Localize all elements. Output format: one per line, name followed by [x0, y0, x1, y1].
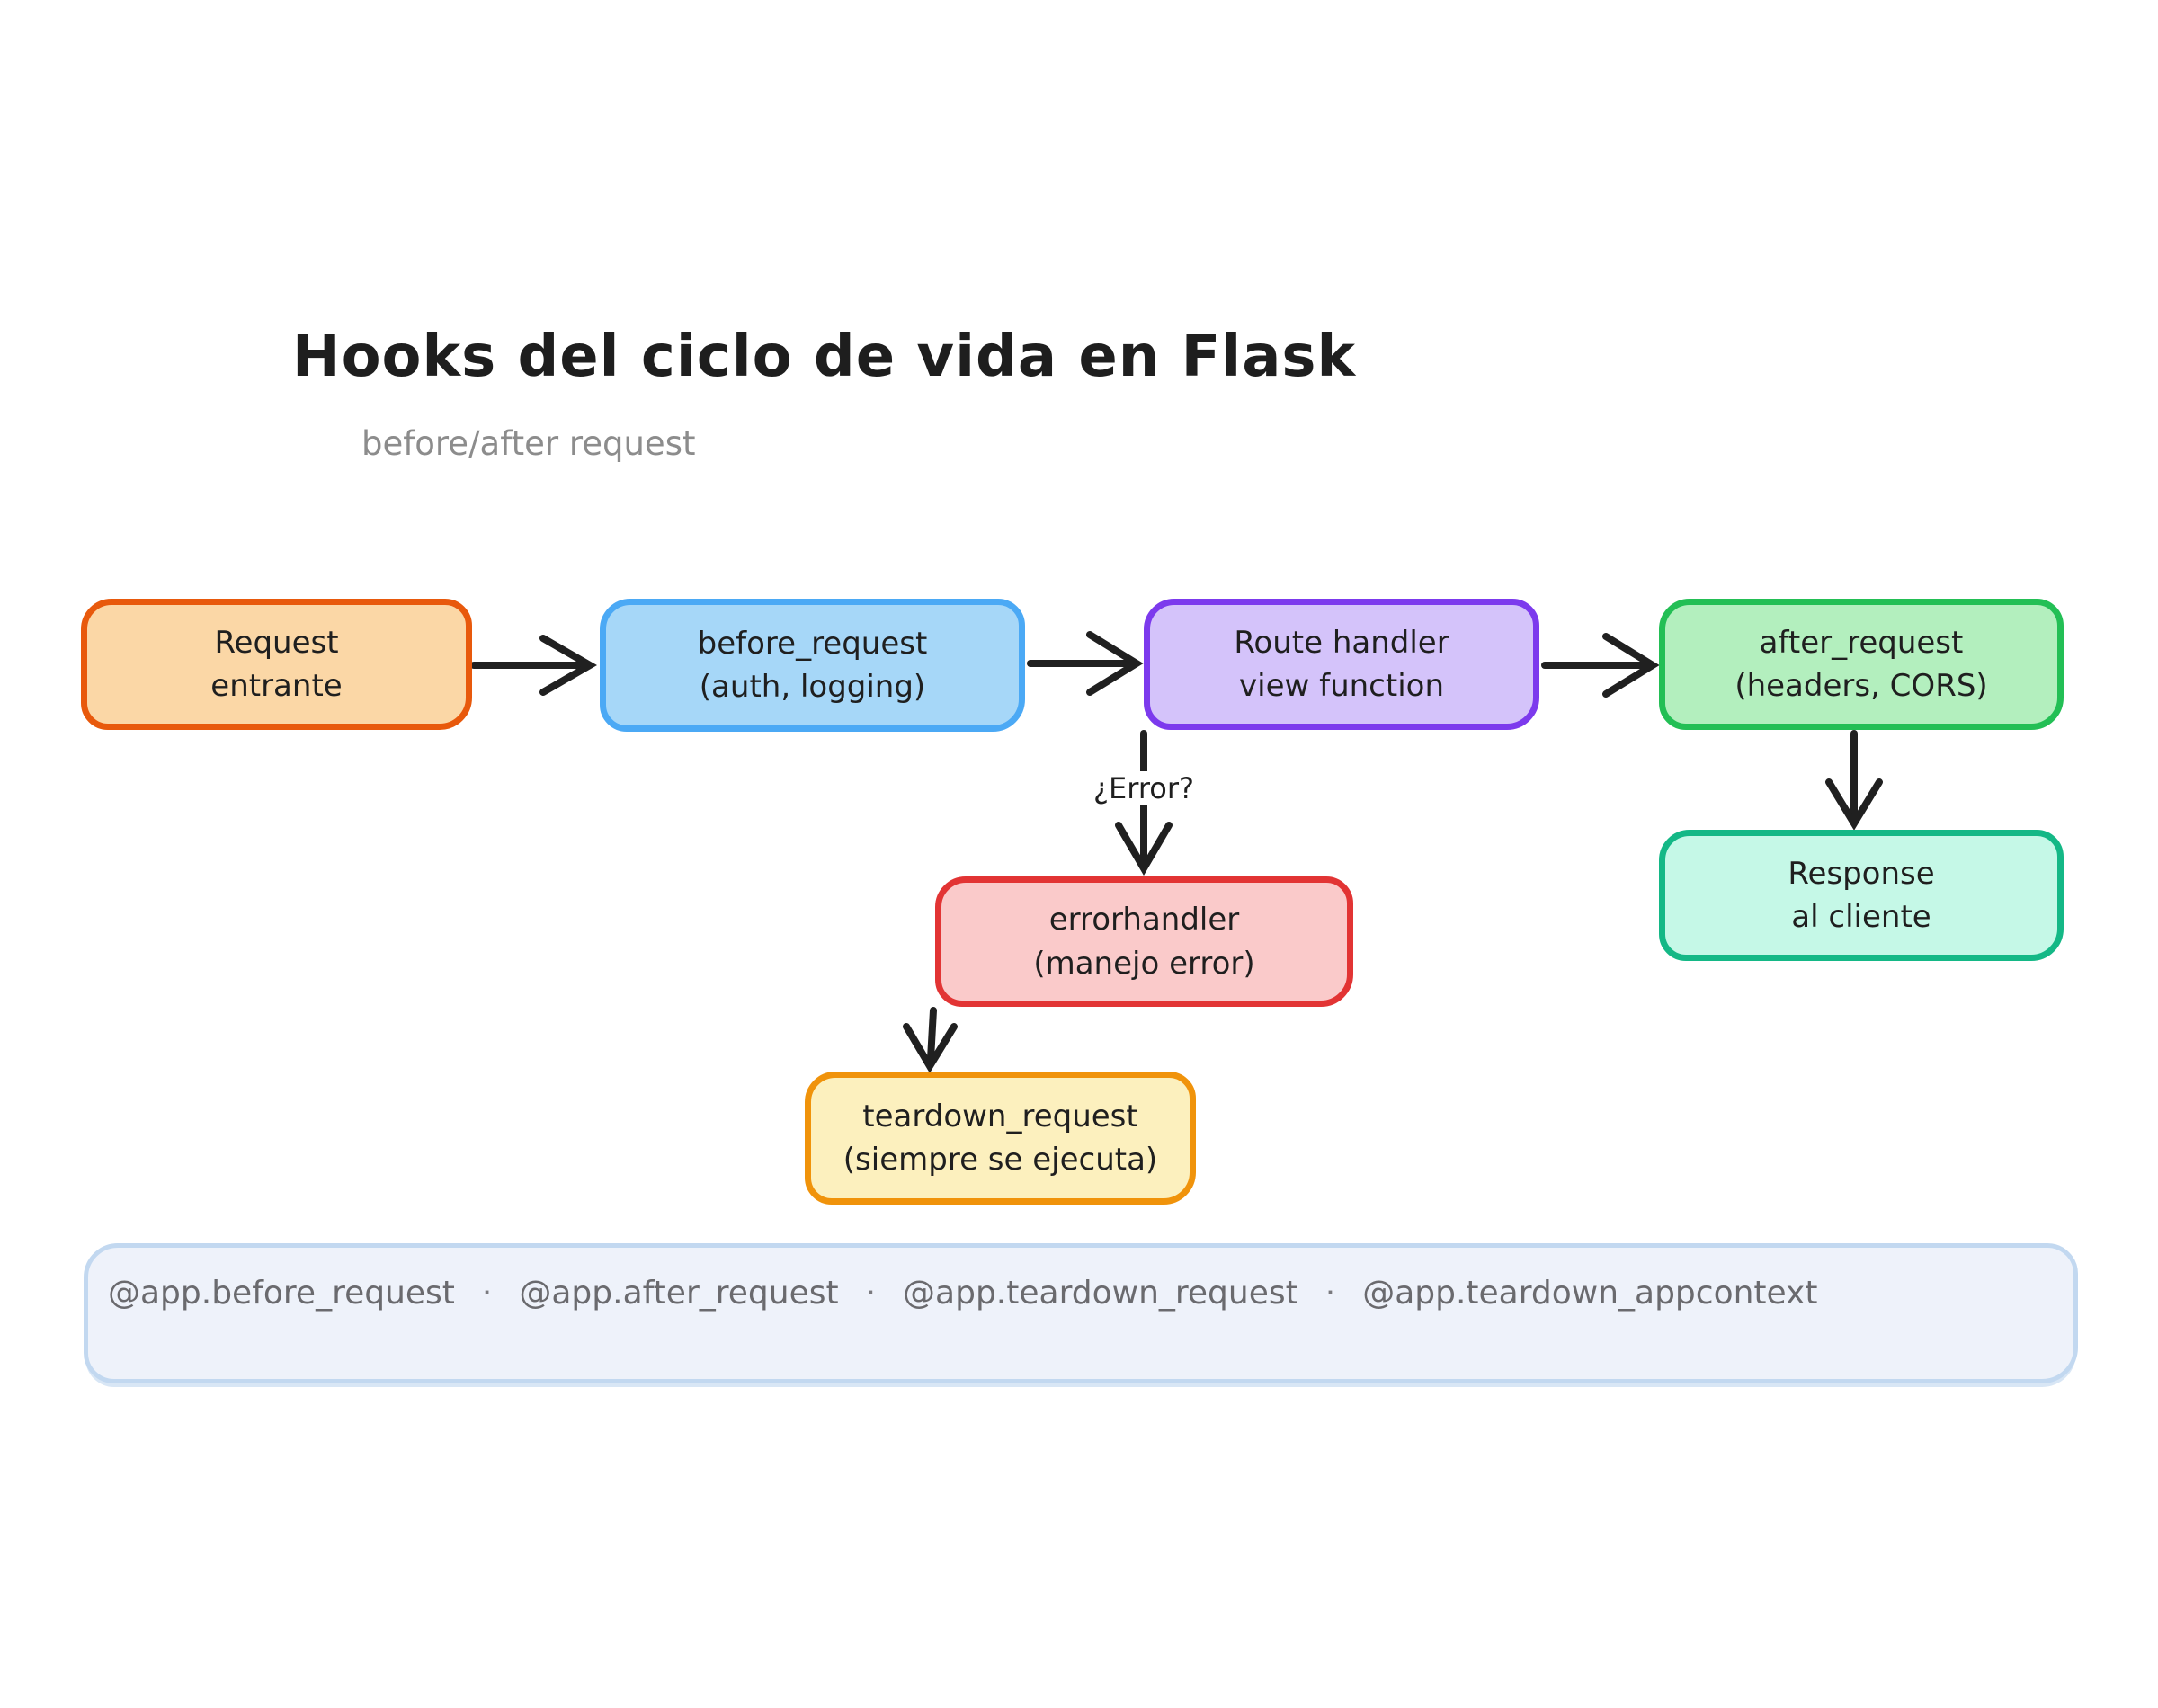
node-label: before_request — [697, 625, 928, 662]
dot-separator: · — [481, 1275, 493, 1312]
decorator-after-request: @app.after_request — [519, 1275, 839, 1312]
node-sublabel: entrante — [210, 668, 343, 704]
decorators-footer-bar: @app.before_request · @app.after_request · @… — [84, 1243, 2078, 1383]
node-sublabel: (headers, CORS) — [1734, 668, 1988, 704]
node-teardown-request: teardown_request (siempre se ejecuta) — [805, 1072, 1196, 1205]
node-request-entrante: Request entrante — [81, 599, 472, 730]
node-label: Route handler — [1234, 624, 1449, 661]
dot-separator: · — [865, 1275, 877, 1312]
page-subtitle: before/after request — [361, 424, 696, 463]
node-label: Request — [214, 624, 339, 661]
node-after-request: after_request (headers, CORS) — [1659, 599, 2064, 730]
node-sublabel: al cliente — [1791, 899, 1931, 935]
node-sublabel: (siempre se ejecuta) — [843, 1142, 1158, 1178]
error-question-label: ¿Error? — [1084, 771, 1203, 805]
node-label: Response — [1788, 855, 1935, 892]
dot-separator: · — [1324, 1275, 1336, 1312]
node-label: after_request — [1759, 624, 1964, 661]
node-before-request: before_request (auth, logging) — [600, 599, 1025, 732]
node-errorhandler: errorhandler (manejo error) — [935, 876, 1353, 1007]
node-route-handler: Route handler view function — [1144, 599, 1539, 730]
page-title: Hooks del ciclo de vida en Flask — [292, 324, 1357, 390]
node-sublabel: (manejo error) — [1033, 945, 1255, 982]
node-label: errorhandler — [1048, 902, 1240, 939]
arrow-route-to-after — [1541, 633, 1660, 698]
node-response-al-cliente: Response al cliente — [1659, 830, 2064, 961]
arrow-before-to-route — [1027, 631, 1144, 696]
node-label: teardown_request — [862, 1098, 1138, 1134]
node-sublabel: (auth, logging) — [699, 669, 926, 705]
arrow-request-to-before — [470, 635, 598, 696]
decorator-before-request: @app.before_request — [108, 1275, 455, 1312]
arrow-after-to-response — [1825, 730, 1883, 831]
decorator-teardown-request: @app.teardown_request — [903, 1275, 1298, 1312]
arrow-errorhandler-to-teardown — [903, 1007, 958, 1073]
node-sublabel: view function — [1239, 668, 1444, 704]
decorator-teardown-appcontext: @app.teardown_appcontext — [1362, 1275, 1818, 1312]
